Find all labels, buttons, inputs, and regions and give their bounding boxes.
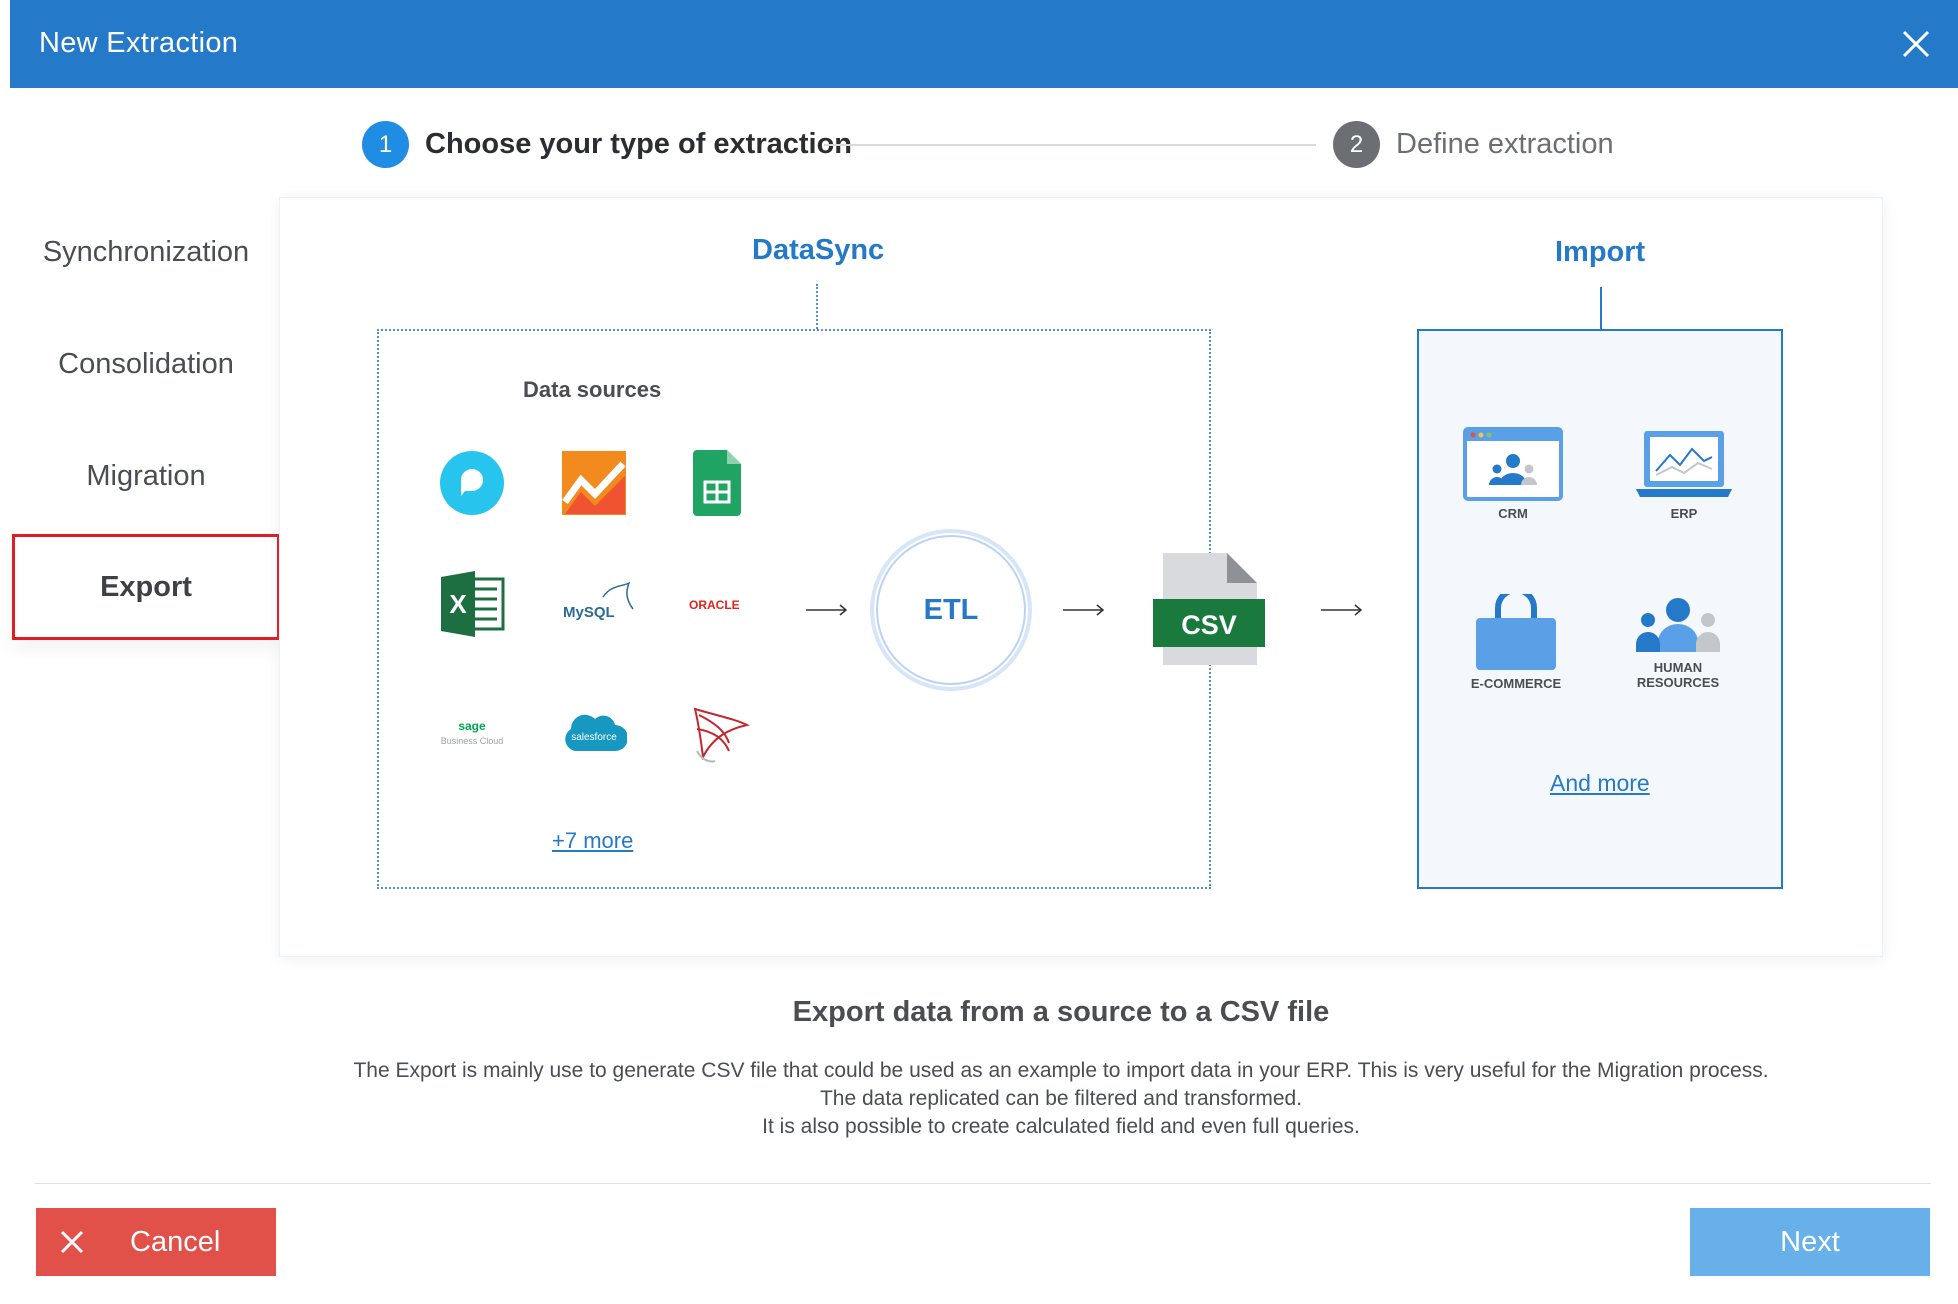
arrow-right-icon (1063, 604, 1105, 616)
shopping-bag-icon (1476, 594, 1556, 670)
close-icon[interactable] (1896, 24, 1936, 64)
sidebar-item-synchronization[interactable]: Synchronization (42, 235, 250, 268)
description-title: Export data from a source to a CSV file (792, 996, 1330, 1028)
import-title: Import (1555, 236, 1646, 268)
step-label: Choose your type of extraction (425, 128, 853, 160)
step-number: 2 (1333, 121, 1380, 168)
chat-bubble-icon (437, 448, 507, 518)
footer-divider (35, 1183, 1931, 1184)
crm-label: CRM (1498, 506, 1528, 521)
step-label: Define extraction (1396, 128, 1614, 160)
erp-icon (1636, 431, 1732, 497)
sage-text: sage (458, 719, 486, 733)
next-button[interactable]: Next (1690, 1208, 1930, 1276)
description-line-2: The data replicated can be filtered and … (819, 1087, 1303, 1110)
human-resources-label: HUMAN RESOURCES (1618, 660, 1738, 690)
csv-label: CSV (1181, 610, 1237, 640)
step-choose-type: 1 Choose your type of extraction (362, 121, 852, 168)
import-connector (1600, 287, 1602, 329)
human-resources-label-line1: HUMAN (1653, 660, 1703, 675)
cancel-label: Cancel (130, 1226, 221, 1258)
oracle-text: ORACLE (689, 598, 740, 612)
spreadsheet-icon (683, 448, 753, 518)
sql-server-icon (683, 699, 753, 769)
crm-icon (1463, 427, 1563, 501)
arrow-right-icon (806, 604, 848, 616)
sidebar-item-consolidation[interactable]: Consolidation (58, 347, 234, 380)
dialog-header: New Extraction (10, 0, 1958, 88)
human-resources-label-line2: RESOURCES (1636, 675, 1720, 690)
sidebar-item-export[interactable]: Export (12, 534, 280, 640)
analytics-chart-icon (559, 448, 629, 518)
etl-label: ETL (876, 535, 1026, 685)
close-icon (60, 1230, 84, 1254)
stepper-divider (824, 144, 1316, 146)
oracle-logo-icon: ORACLE (683, 569, 763, 639)
excel-icon: X (437, 569, 507, 639)
cancel-button[interactable]: Cancel (36, 1208, 276, 1276)
description-text: The Export is mainly use to generate CSV… (0, 1057, 1958, 1141)
and-more-link[interactable]: And more (1550, 770, 1650, 796)
csv-file-icon: CSV (1153, 553, 1265, 665)
datasync-connector (816, 284, 818, 329)
sidebar-item-migration[interactable]: Migration (86, 459, 206, 492)
import-box (1417, 329, 1783, 889)
arrow-right-icon (1321, 604, 1363, 616)
description-line-1: The Export is mainly use to generate CSV… (353, 1059, 1769, 1082)
step-number: 1 (362, 121, 409, 168)
mysql-logo-icon: MySQL (559, 569, 639, 639)
more-sources-link[interactable]: +7 more (552, 828, 634, 853)
data-sources-label: Data sources (523, 377, 662, 402)
people-icon (1636, 598, 1720, 652)
salesforce-text: salesforce (571, 732, 617, 743)
step-define-extraction: 2 Define extraction (1333, 121, 1614, 168)
dialog-title: New Extraction (39, 27, 239, 59)
excel-letter: X (449, 589, 467, 619)
sage-logo-icon: sage Business Cloud (437, 699, 507, 769)
datasync-title: DataSync (752, 234, 885, 266)
erp-label: ERP (1670, 506, 1698, 521)
etl-circle: ETL (870, 529, 1032, 691)
salesforce-logo-icon: salesforce (559, 699, 629, 769)
mysql-text: MySQL (563, 604, 615, 621)
sage-sub-text: Business Cloud (441, 736, 504, 746)
ecommerce-label: E-COMMERCE (1470, 676, 1562, 691)
description-line-3: It is also possible to create calculated… (762, 1115, 1360, 1138)
